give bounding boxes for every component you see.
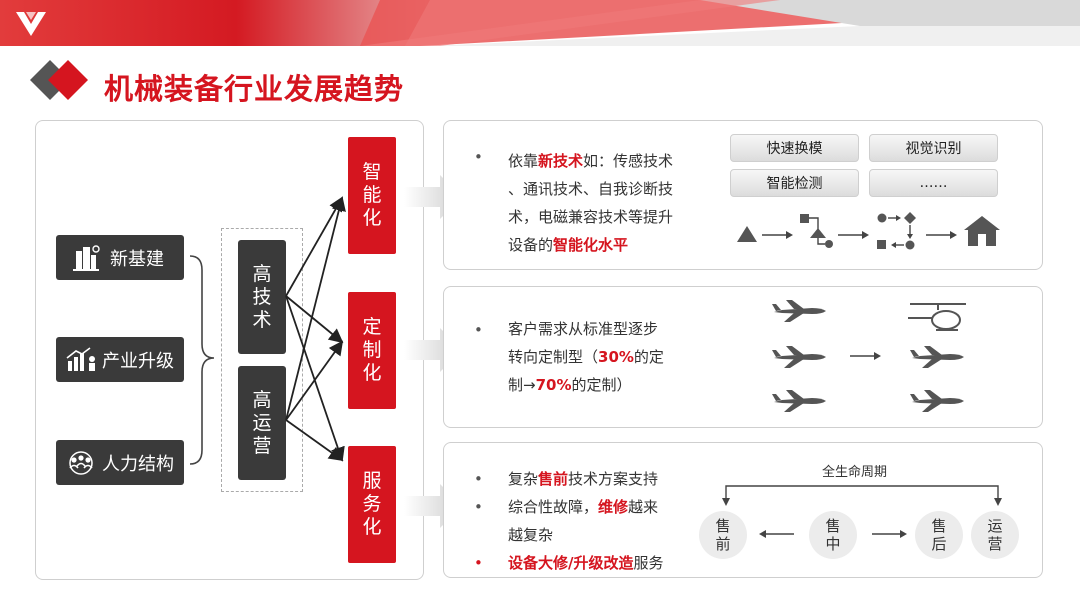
trend-char: 化 (362, 207, 382, 229)
text-span: 复杂 (508, 470, 539, 488)
highlight-text: 设备大修/升级改造 (508, 554, 634, 572)
highlight-text: 售前 (538, 470, 569, 488)
chip-inspection: 智能检测 (730, 169, 859, 197)
bullet-dot: • (474, 554, 483, 572)
highlight-text: 新技术 (538, 152, 584, 170)
lifecycle-label: 全生命周期 (822, 465, 888, 480)
stage-char: 后 (931, 535, 947, 553)
core-char: 营 (252, 434, 272, 457)
trend-char: 定 (362, 316, 382, 338)
text-span: 转向定制型（ (508, 348, 599, 366)
stage-char: 营 (987, 535, 1003, 553)
process-flow-icons (737, 212, 1000, 250)
text-span: 依靠 (508, 152, 539, 170)
panel2-text: 客户需求从标准型逐步 转向定制型（30%的定 制→70%的定制） (508, 315, 708, 399)
text-span: 的定 (633, 348, 664, 366)
text-span: 越复杂 (508, 526, 554, 544)
lifecycle-bracket (722, 485, 1002, 506)
text-span: 设备的 (508, 236, 554, 254)
text-line: 客户需求从标准型逐步 (508, 320, 659, 338)
chip-vision: 视觉识别 (869, 134, 998, 162)
stage-shouhou: 售 后 (915, 511, 963, 559)
driver-label: 人力结构 (102, 453, 174, 475)
bullet-dot: • (474, 148, 483, 166)
trend-zhinenghua: 智 能 化 (348, 137, 396, 254)
trend-char: 务 (362, 493, 382, 515)
trend-char: 智 (362, 161, 382, 183)
stage-shouqian: 售 前 (699, 511, 747, 559)
bullet-dot: • (474, 470, 483, 488)
page-title: 机械装备行业发展趋势 (104, 72, 405, 106)
chip-quick-change: 快速换模 (730, 134, 859, 162)
header-band (0, 0, 1080, 46)
highlight-text: 维修 (598, 498, 629, 516)
stage-char: 中 (825, 535, 841, 553)
panel1-text: 依靠新技术如：传感技术 、通讯技术、自我诊断技 术，电磁兼容技术等提升 设备的智… (508, 147, 708, 259)
arrow-right-icon (872, 530, 907, 538)
flow-arrows (285, 196, 346, 462)
growth-icon (66, 346, 95, 371)
panel3-bullets: • 复杂售前技术方案支持 • 综合性故障，维修越来 越复杂 • 设备大修/升级改造服务 (474, 465, 694, 577)
trend-char: 化 (362, 516, 382, 538)
trend-dingzhihua: 定 制 化 (348, 292, 396, 409)
trend-char: 能 (362, 184, 382, 206)
stage-char: 运 (987, 517, 1003, 535)
text-span: 技术方案支持 (568, 470, 659, 488)
trend-char: 服 (362, 470, 382, 492)
brand-logo-icon (16, 12, 46, 36)
brace-connector (189, 255, 215, 465)
core-char: 技 (252, 285, 272, 308)
driver-chanye: 产业升级 (56, 337, 184, 382)
trend-char: 化 (362, 362, 382, 384)
text-span: 综合性故障， (508, 498, 599, 516)
text-line: 、通讯技术、自我诊断技 (508, 180, 674, 198)
highlight-text: 70% (535, 376, 572, 394)
trend-char: 制 (362, 339, 382, 361)
bullet-dot: • (474, 498, 483, 516)
core-char: 高 (252, 262, 272, 285)
title-diamond-icon (30, 60, 88, 100)
core-char: 运 (252, 411, 272, 434)
stage-char: 售 (825, 517, 841, 535)
stage-yunying: 运 营 (971, 511, 1019, 559)
stage-char: 售 (931, 517, 947, 535)
text-span: 越来 (628, 498, 659, 516)
driver-xinjijian: 新基建 (56, 235, 184, 280)
trend-fuwuhua: 服 务 化 (348, 446, 396, 563)
core-gaojishu: 高 技 术 (238, 240, 286, 354)
building-icon (73, 244, 100, 271)
highlight-text: 30% (598, 348, 634, 366)
driver-label: 新基建 (110, 248, 164, 270)
text-span: 服务 (633, 554, 664, 572)
chip-more: …… (869, 169, 998, 197)
text-line: 术，电磁兼容技术等提升 (508, 208, 674, 226)
text-span: 如：传感技术 (583, 152, 674, 170)
indent (474, 521, 508, 549)
text-span: 制→ (508, 376, 536, 394)
core-char: 高 (252, 388, 272, 411)
core-dashed-box (221, 228, 303, 492)
core-char: 术 (252, 308, 272, 331)
bullet-dot: • (474, 321, 483, 339)
stage-char: 前 (715, 535, 731, 553)
people-icon (69, 450, 93, 475)
plane-variants-illustration (772, 300, 966, 412)
arrow-left-icon (759, 530, 794, 538)
driver-label: 产业升级 (102, 350, 174, 372)
stage-shouzhong: 售 中 (809, 511, 857, 559)
core-gaoyunying: 高 运 营 (238, 366, 286, 480)
stage-char: 售 (715, 517, 731, 535)
highlight-text: 智能化水平 (553, 236, 629, 254)
text-span: 的定制） (571, 376, 632, 394)
driver-renli: 人力结构 (56, 440, 184, 485)
